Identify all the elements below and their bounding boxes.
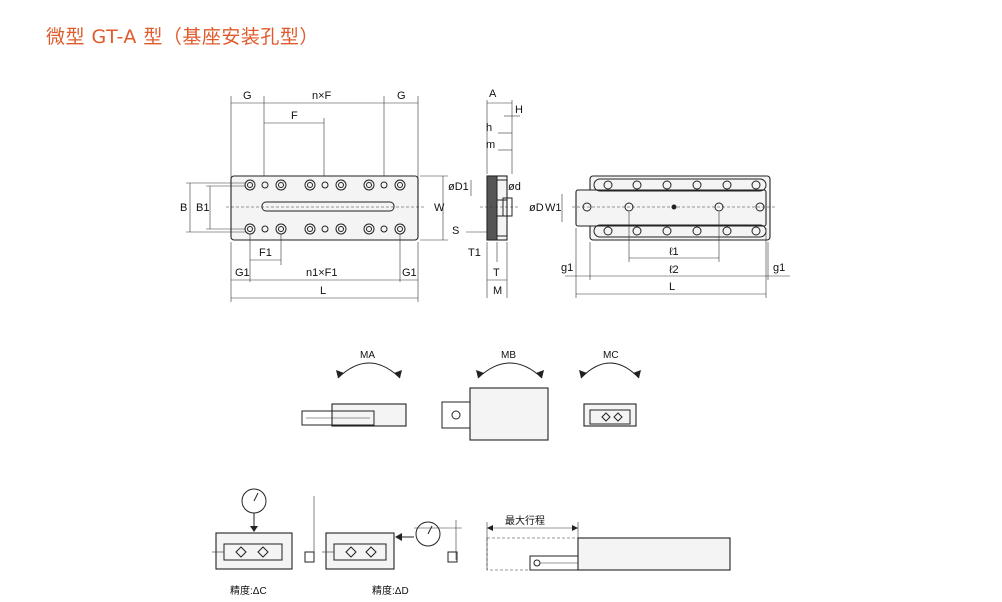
moment-mb: MB — [441, 350, 549, 441]
dim-phiD1: øD1 — [448, 181, 469, 193]
dim-G1-left: G1 — [235, 267, 250, 279]
dim-F: F — [291, 110, 298, 122]
dim-B: B — [180, 202, 187, 214]
dim-F1: F1 — [259, 247, 272, 259]
dim-g1-right: g1 — [773, 262, 785, 274]
max-stroke: 最大行程 — [486, 514, 731, 571]
caption-dc: 精度:ΔC — [230, 584, 267, 597]
label-MB: MB — [501, 350, 516, 361]
dim-nF: n×F — [312, 90, 332, 102]
caption-max-stroke: 最大行程 — [505, 514, 545, 527]
page-title: 微型 GT-A 型（基座安装孔型） — [46, 26, 319, 48]
dim-h: h — [486, 122, 492, 134]
top-view: G n×F G F — [180, 90, 448, 302]
dim-W1: W1 — [545, 202, 562, 214]
dim-L-top: L — [320, 285, 326, 297]
dim-T1: T1 — [468, 247, 481, 259]
dim-W: W — [434, 202, 445, 214]
moment-ma: MA — [301, 350, 407, 427]
dim-l1: ℓ1 — [669, 246, 679, 258]
dim-G1-right: G1 — [402, 267, 417, 279]
label-MC: MC — [603, 350, 619, 361]
dim-g1-left: g1 — [561, 262, 573, 274]
dim-l2: ℓ2 — [669, 264, 679, 276]
dim-n1F1: n1×F1 — [306, 267, 338, 279]
dim-S: S — [452, 225, 459, 237]
caption-dd: 精度:ΔD — [372, 584, 409, 597]
dim-L-bottom: L — [669, 281, 675, 293]
accuracy-dd: 精度:ΔD — [322, 520, 462, 597]
dim-G-right: G — [397, 90, 406, 102]
dim-T: T — [493, 267, 500, 279]
moment-mc: MC — [579, 350, 641, 427]
dim-A: A — [489, 88, 497, 100]
accuracy-dc: 精度:ΔC — [212, 488, 315, 597]
dim-m: m — [486, 139, 495, 151]
dim-H: H — [515, 104, 523, 116]
label-MA: MA — [360, 350, 375, 361]
bottom-view: ℓ1 g1 ℓ2 g1 L — [561, 175, 790, 298]
dim-G-left: G — [243, 90, 252, 102]
dim-phid: ød — [508, 181, 521, 193]
side-view: A H h m øD1 ød øD W1 S T1 T M — [448, 88, 563, 298]
dim-B1: B1 — [196, 202, 209, 214]
dim-phiD: øD — [529, 202, 544, 214]
dim-M: M — [493, 285, 502, 297]
